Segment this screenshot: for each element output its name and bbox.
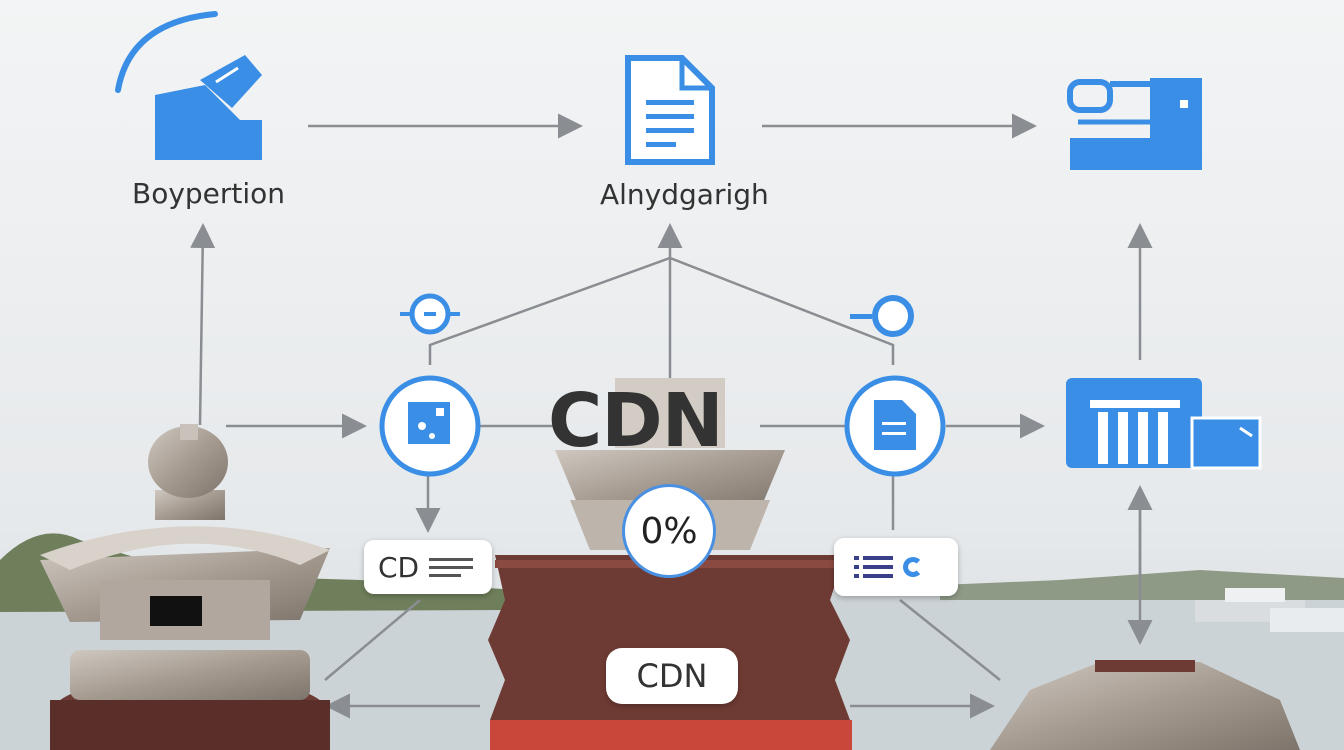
server-icon — [1067, 78, 1202, 170]
bottom-cdn-label: CDN — [636, 657, 708, 695]
file-node-icon — [844, 375, 946, 477]
small-circle-icon-left — [400, 293, 460, 335]
stone-right — [990, 660, 1300, 750]
boat-cabin — [1225, 588, 1285, 602]
center-pagoda — [488, 378, 852, 750]
percent-value: 0% — [640, 510, 698, 552]
boat-2 — [1270, 608, 1344, 632]
dashboard-icon — [1066, 378, 1262, 470]
highlighter-icon — [115, 11, 262, 160]
document-icon — [625, 55, 715, 165]
cdn-title: CDN — [548, 378, 724, 464]
refresh-icon — [903, 557, 923, 577]
stone-lantern-left — [40, 424, 330, 750]
right-pill-card — [834, 538, 958, 596]
edit-node-icon — [379, 375, 481, 477]
node-label-top-left: Boypertion — [132, 177, 286, 210]
node-label-top-center: Alnydgarigh — [600, 178, 769, 211]
list-lines-icon — [429, 557, 474, 577]
connectors — [190, 113, 1153, 719]
left-pill-card: CD — [364, 540, 492, 594]
bottom-cdn-pill: CDN — [606, 648, 738, 704]
bullet-list-icon — [854, 556, 893, 578]
percent-badge: 0% — [622, 484, 716, 578]
left-pill-text: CD — [378, 550, 420, 584]
small-circle-icon-right — [850, 295, 914, 337]
